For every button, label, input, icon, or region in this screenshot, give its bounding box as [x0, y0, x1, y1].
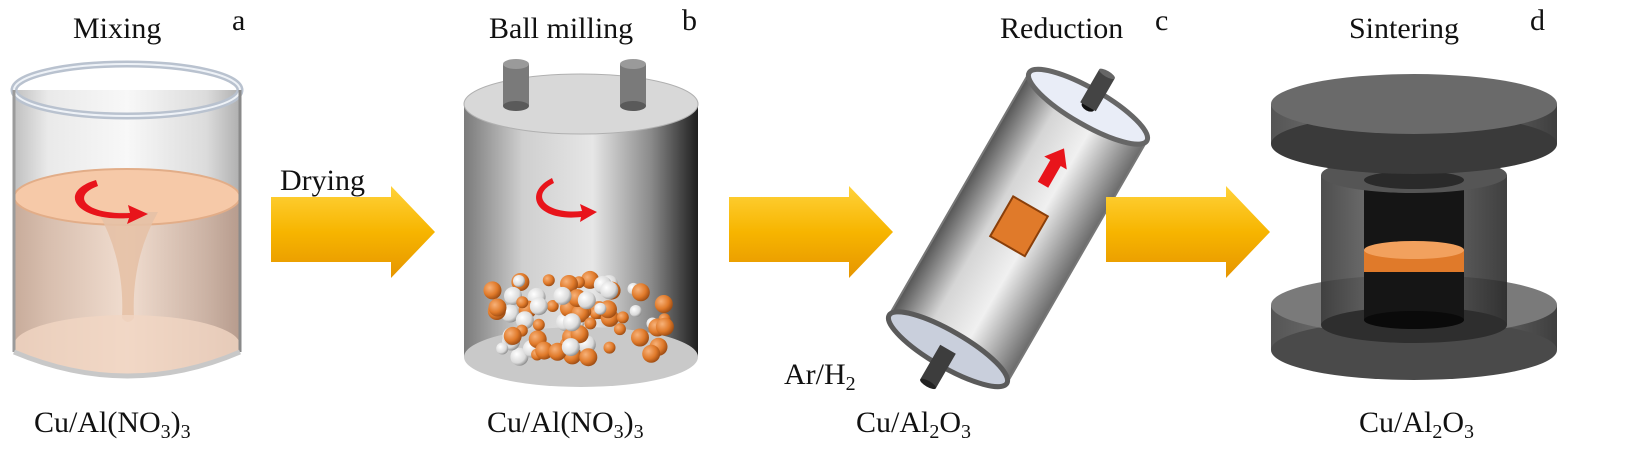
milling-ball — [613, 323, 626, 336]
milling-ball — [629, 305, 642, 317]
milling-ball — [616, 311, 629, 324]
step-title-ball-milling: Ball milling — [489, 12, 634, 45]
formula-part: Cu/Al — [1359, 406, 1433, 439]
milling-ball — [488, 298, 507, 317]
milling-ball — [561, 338, 580, 357]
milling-ball — [642, 344, 661, 363]
rotation-arrow-icon — [74, 180, 148, 224]
panel-letter-c: c — [1155, 4, 1169, 37]
formula-sub: 3 — [180, 421, 191, 443]
ball-mill-illustration — [463, 59, 699, 387]
milling-ball — [542, 274, 555, 287]
formula-reduction: Cu/Al2O3 — [856, 406, 972, 443]
panel-letter-d: d — [1530, 4, 1545, 37]
milling-ball — [579, 348, 598, 367]
formula-part: Cu/Al(NO — [487, 406, 614, 439]
milling-ball — [546, 300, 559, 312]
formula-part: ) — [623, 406, 634, 439]
milling-ball — [503, 326, 522, 345]
formula-sub: 3 — [160, 421, 171, 443]
step-title-sintering: Sintering — [1349, 12, 1459, 45]
rotation-arrow-icon — [536, 178, 597, 222]
milling-ball — [655, 317, 674, 336]
formula-part: Cu/Al(NO — [34, 406, 161, 439]
milling-ball — [600, 281, 619, 300]
formula-part: Cu/Al — [856, 406, 930, 439]
panel-letter-b: b — [682, 4, 697, 37]
formula-mixing: Cu/Al(NO3)3 — [34, 406, 191, 443]
milling-ball — [496, 342, 509, 355]
milling-ball — [577, 291, 596, 310]
milling-ball — [483, 281, 502, 300]
formula-sub: 3 — [961, 421, 972, 443]
process-arrow-2 — [729, 186, 893, 278]
tube-furnace-illustration — [885, 66, 1151, 390]
milling-ball — [516, 296, 529, 309]
milling-ball — [654, 295, 673, 313]
formula-sub: 2 — [1432, 421, 1443, 443]
formula-part: ) — [170, 406, 181, 439]
formula-ball-milling: Cu/Al(NO3)3 — [487, 406, 644, 443]
milling-ball — [584, 317, 597, 330]
formula-sub: 2 — [929, 421, 940, 443]
formula-sintering: Cu/Al2O3 — [1359, 406, 1475, 443]
process-arrow-3 — [1106, 186, 1270, 278]
milling-ball — [594, 302, 607, 315]
milling-ball — [553, 286, 572, 305]
formula-part: O — [939, 406, 962, 439]
milling-ball — [631, 283, 650, 302]
gas-label-text: Ar/H — [784, 358, 846, 391]
milling-ball — [529, 297, 548, 316]
milling-ball — [535, 341, 554, 360]
milling-ball — [532, 318, 545, 331]
step-title-reduction: Reduction — [1000, 12, 1124, 45]
formula-part: O — [1442, 406, 1465, 439]
milling-ball — [513, 275, 525, 287]
panel-letter-a: a — [232, 4, 246, 37]
step-title-mixing: Mixing — [73, 12, 162, 45]
process-arrow-1 — [271, 186, 435, 278]
gas-label: Ar/H2 — [784, 358, 856, 395]
formula-sub: 3 — [613, 421, 624, 443]
gas-label-sub: 2 — [845, 373, 856, 395]
beaker-illustration — [10, 60, 244, 379]
milling-ball — [515, 311, 534, 330]
gas-flow-arrow-icon — [1037, 148, 1067, 188]
arrow-label-drying: Drying — [280, 164, 365, 197]
milling-balls — [483, 270, 674, 367]
formula-sub: 3 — [633, 421, 644, 443]
formula-sub: 3 — [1464, 421, 1475, 443]
milling-ball — [562, 313, 581, 332]
milling-ball — [631, 328, 649, 347]
milling-ball — [603, 341, 616, 354]
sintering-press-illustration — [1271, 74, 1557, 380]
